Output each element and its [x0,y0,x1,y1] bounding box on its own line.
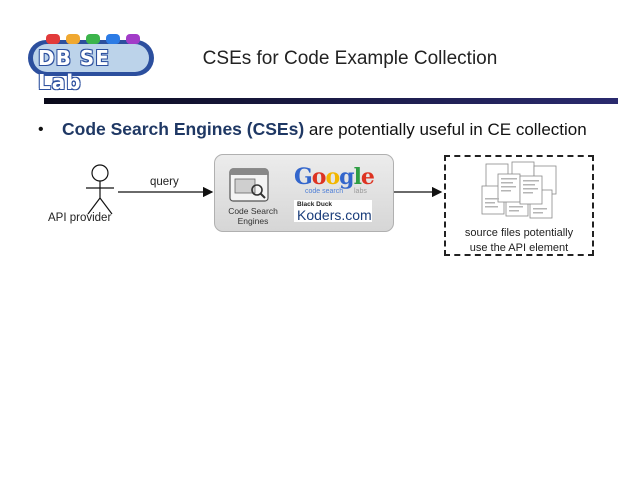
result-dashed-box [444,155,594,256]
logo-inner [33,44,149,72]
google-logo-letter: g [339,164,354,190]
google-logo-letter: o [311,164,327,190]
google-logo-letter: G [294,164,313,190]
logo-dot-orange [66,34,80,44]
slide-title: CSEs for Code Example Collection [202,48,498,69]
logo-text: DB SE Lab [38,46,110,94]
google-logo-letter: o [325,164,340,190]
logo-dot-green [86,34,100,44]
actor-stick-figure-icon [86,164,114,215]
lab-logo: DB SE Lab [28,34,156,94]
bullet-rest-text: are potentially useful in CE collection [304,120,587,139]
logo-dot-blue [106,34,120,44]
koders-text: Koders.com [297,207,372,223]
bullet-icon: • [38,121,44,138]
google-logo-letter: l [353,164,362,190]
google-code-search-logo: Google [294,164,375,190]
logo-dot-purple [126,34,140,44]
query-label: query [150,176,179,188]
cse-label-line2: Engines [237,216,269,226]
google-labs-tag: labs [354,188,367,195]
bullet-bold-text: Code Search Engines (CSEs) [62,119,305,139]
google-code-search-subtitle: code search [305,188,344,195]
source-files-icon [481,161,557,219]
result-label-line1: source files potentially [464,227,574,239]
actor-label: API provider [48,212,112,224]
black-duck-text: Black Duck [297,201,333,208]
cse-label-line1: Code Search [228,206,278,216]
cse-label: Code Search Engines [222,206,284,226]
google-logo-letter: e [360,164,375,190]
result-label-line2: use the API element [469,242,569,254]
title-separator [44,98,618,104]
bullet-text: Code Search Engines (CSEs) are potential… [62,119,587,140]
koders-logo [294,200,372,222]
logo-dot-red [46,34,60,44]
search-window-icon [229,168,269,202]
result-label: source files potentially use the API ele… [446,226,592,256]
